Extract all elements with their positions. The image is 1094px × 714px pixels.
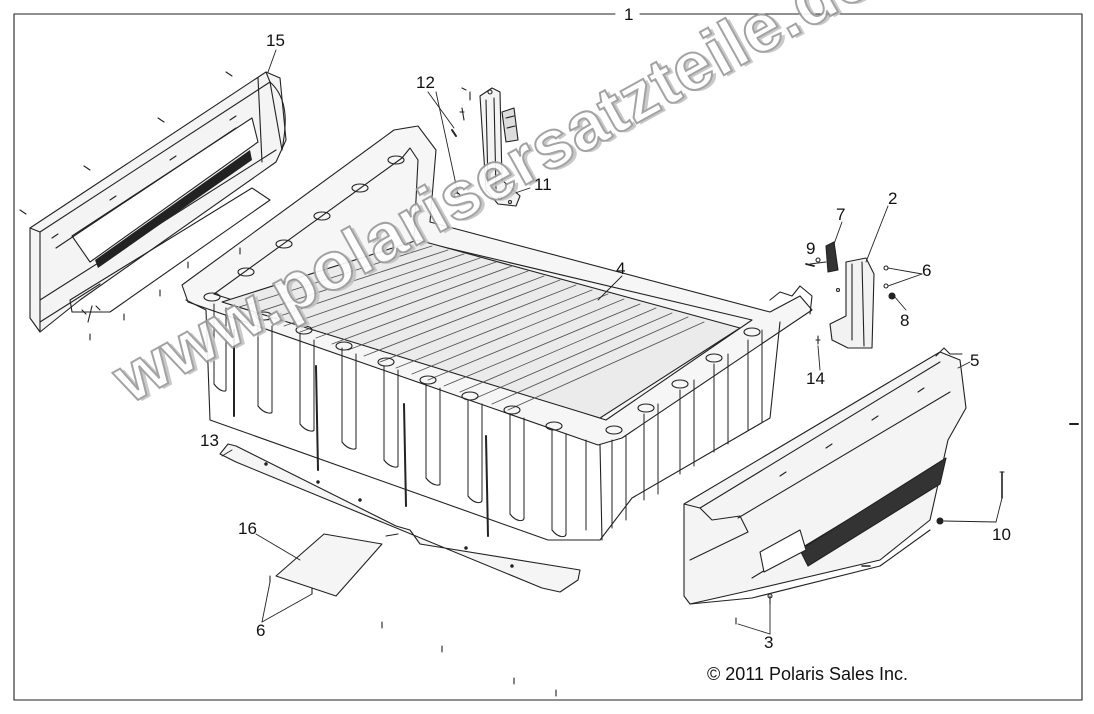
- callout-13: 13: [200, 431, 219, 450]
- callout-12: 12: [416, 73, 435, 92]
- callout-3: 3: [764, 633, 774, 652]
- callout-6-right: 6: [922, 261, 932, 280]
- callout-11: 11: [534, 175, 552, 194]
- part-16-plate: [275, 533, 383, 597]
- callout-2: 2: [888, 189, 898, 208]
- left-plate: [69, 187, 271, 323]
- part-7-latch: [825, 241, 839, 273]
- callout-4: 4: [616, 259, 626, 278]
- part-15-side-panel-left: [29, 71, 287, 333]
- part-13-plate: [219, 443, 581, 593]
- copyright-notice: © 2011 Polaris Sales Inc.: [707, 664, 909, 684]
- box-legs: [213, 303, 763, 535]
- callout-15: 15: [266, 31, 285, 50]
- callout-6-left: 6: [256, 621, 266, 640]
- callout-5: 5: [970, 351, 980, 370]
- stake-pockets: [203, 155, 761, 435]
- callout-1: 1: [622, 5, 636, 24]
- fasteners: [19, 71, 1079, 697]
- diagram-border: [13, 13, 1083, 701]
- callout-10: 10: [992, 525, 1011, 544]
- callout-7: 7: [836, 205, 846, 224]
- callout-16: 16: [238, 519, 257, 538]
- part-2-bracket-right: [829, 257, 875, 349]
- floor-ribs: [235, 245, 705, 411]
- part-11-bracket: [479, 87, 521, 207]
- callout-8: 8: [900, 311, 910, 330]
- box-right-rim: [769, 285, 813, 315]
- callout-9: 9: [806, 239, 816, 258]
- part-4-cargo-box: [181, 125, 813, 541]
- part-12-bolts: [451, 87, 471, 200]
- leader-lines: [221, 49, 1003, 635]
- callout-14: 14: [806, 369, 825, 388]
- part-5-tailgate: [683, 347, 967, 605]
